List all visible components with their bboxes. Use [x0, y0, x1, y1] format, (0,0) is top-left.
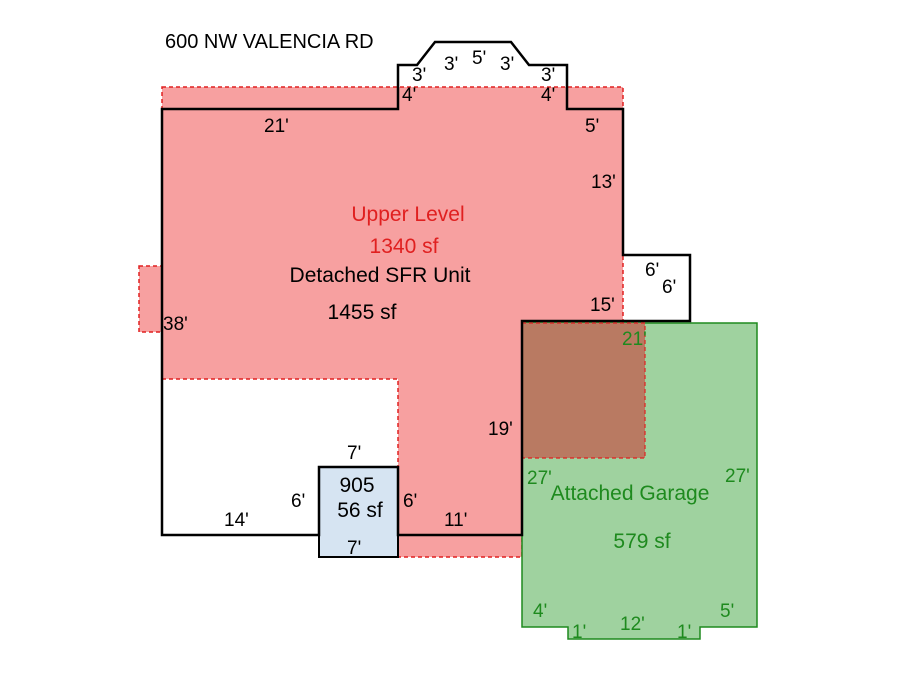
dim-bay-right-offset: 4': [541, 85, 555, 106]
dim-bay-top: 5': [472, 48, 486, 69]
dim-right-mid: 15': [590, 295, 615, 316]
dim-room-right: 6': [403, 491, 417, 512]
dim-bottom-mid: 11': [444, 510, 467, 531]
main-unit-label: Detached SFR Unit: [290, 264, 471, 287]
garage-label: Attached Garage: [551, 482, 710, 505]
dim-top-left: 21': [264, 116, 289, 137]
main-unit-outline: [160, 40, 692, 537]
dim-room-bottom: 7': [347, 538, 361, 559]
dim-top-right: 5': [585, 116, 599, 137]
dim-room-left: 6': [291, 491, 305, 512]
dim-notch-inner: 19': [488, 419, 513, 440]
dim-garage-left: 27': [527, 468, 552, 489]
garage-area-value: 579 sf: [613, 530, 670, 553]
dim-garage-bottom-left: 4': [533, 601, 547, 622]
dim-garage-step-left: 1': [572, 622, 586, 643]
upper-level-area-value: 1340 sf: [370, 235, 439, 258]
room-905: [318, 466, 399, 558]
main-unit-area-value: 1455 sf: [328, 301, 397, 324]
dim-bay-left-side: 3': [412, 65, 426, 86]
dim-garage-bottom-right: 5': [720, 601, 734, 622]
upper-level-left-bump: [138, 265, 163, 333]
dim-bottom-left: 14': [224, 510, 249, 531]
address-label: 600 NW VALENCIA RD: [165, 31, 374, 53]
dim-left-side: 38': [163, 314, 188, 335]
dim-garage-right: 27': [725, 466, 750, 487]
garage-upper-overlap: [521, 322, 646, 459]
dim-bay-left-offset: 4': [402, 85, 416, 106]
dim-bay-right-side: 3': [541, 65, 555, 86]
dim-garage-step-right: 1': [677, 622, 691, 643]
dim-bay-right-diag: 3': [500, 54, 514, 75]
dim-right-upper: 13': [591, 172, 616, 193]
dim-room-top: 7': [347, 443, 361, 464]
dim-bay-left-diag: 3': [444, 54, 458, 75]
dim-bump-top: 6': [645, 260, 659, 281]
upper-level-label: Upper Level: [351, 203, 464, 226]
room-905-area-value: 56 sf: [337, 499, 383, 522]
dim-bump-side: 6': [662, 277, 676, 298]
dim-garage-bottom: 12': [620, 614, 645, 635]
room-905-label: 905: [339, 474, 374, 497]
dim-garage-top: 21': [622, 329, 647, 350]
